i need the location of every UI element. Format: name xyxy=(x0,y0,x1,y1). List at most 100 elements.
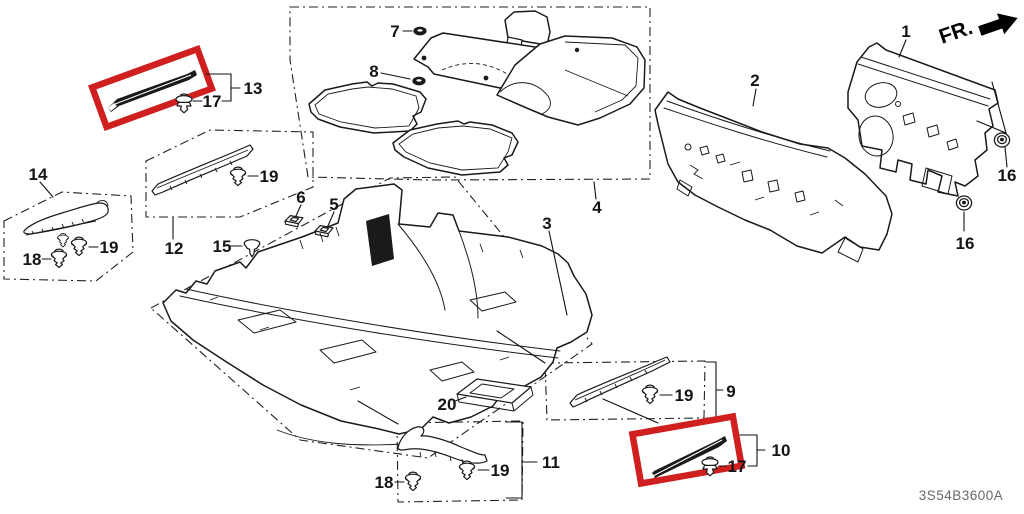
part-11-garnish[interactable] xyxy=(397,426,488,465)
part-14-side-garnish[interactable] xyxy=(23,200,109,248)
fr-label: FR. xyxy=(936,16,975,49)
callout-14[interactable]: 14 xyxy=(29,165,48,184)
clip-19-box11[interactable] xyxy=(458,460,476,481)
part-14-outline xyxy=(23,202,109,235)
clip-17-upper[interactable] xyxy=(175,93,193,114)
callout-19-box11[interactable]: 19 xyxy=(491,461,510,480)
part-11-outline xyxy=(397,426,488,464)
clip-19-box14[interactable] xyxy=(70,236,88,257)
red-highlight-box-13[interactable] xyxy=(88,44,216,132)
part-3-seat-rail xyxy=(237,309,297,334)
leader-box9 xyxy=(496,330,546,364)
part-20-bracket[interactable] xyxy=(456,378,534,412)
part-2-rim xyxy=(666,100,831,152)
part-2-hole xyxy=(684,143,692,151)
part-12-step-garnish[interactable] xyxy=(151,144,254,196)
part-1-dash-insulator-outer[interactable] xyxy=(847,42,1011,211)
part-2-rim2 xyxy=(663,107,828,158)
group-boxes xyxy=(3,6,706,503)
part-12-outline xyxy=(151,144,254,196)
callout-10[interactable]: 10 xyxy=(772,441,791,460)
part-13-sill-strip xyxy=(108,70,197,112)
mat-rear-left-inner xyxy=(314,86,420,129)
mat-front-driver-inner xyxy=(564,41,639,113)
callout-19-box9[interactable]: 19 xyxy=(675,386,694,405)
part-9-teeth xyxy=(584,369,648,403)
mat-front-passenger-contour xyxy=(441,63,513,78)
callout-9[interactable]: 9 xyxy=(726,382,735,401)
mat-front-driver-diagonal xyxy=(564,69,629,97)
callout-19-box14[interactable]: 19 xyxy=(100,238,119,257)
highlight-part-10[interactable] xyxy=(628,412,746,488)
box-part12 xyxy=(145,129,314,218)
callout-15[interactable]: 15 xyxy=(213,237,232,256)
clip-19-box9[interactable] xyxy=(641,384,659,405)
part-13-strip-highlight xyxy=(114,74,192,105)
part-11-feet xyxy=(419,451,464,465)
part-2-square xyxy=(715,153,726,164)
callout-6[interactable]: 6 xyxy=(296,188,305,207)
frame-part3 xyxy=(150,176,593,459)
part-3-floor-carpet[interactable] xyxy=(162,183,593,446)
callout-2[interactable]: 2 xyxy=(750,71,759,90)
callout-3[interactable]: 3 xyxy=(542,214,551,233)
part-2-slot xyxy=(741,169,754,183)
callout-16-upper[interactable]: 16 xyxy=(998,166,1017,185)
callout-8[interactable]: 8 xyxy=(369,62,378,81)
part-3-outline xyxy=(162,183,593,435)
part-4-floor-mat-set[interactable] xyxy=(308,10,646,176)
callout-13[interactable]: 13 xyxy=(244,79,263,98)
grommet-8[interactable] xyxy=(412,76,426,86)
highlight-part-13[interactable] xyxy=(88,44,216,132)
part-20-inner xyxy=(469,383,515,399)
part-9-sill-garnish[interactable] xyxy=(569,356,671,408)
clip-18-box14[interactable] xyxy=(50,248,68,269)
part-1-grommet-leader xyxy=(976,81,1007,134)
clip-18-box11[interactable] xyxy=(404,471,422,492)
red-highlight-box-10[interactable] xyxy=(628,412,746,488)
part-10-strip-highlight xyxy=(652,439,723,477)
callout-20[interactable]: 20 xyxy=(438,395,457,414)
part-1-outline xyxy=(847,42,999,197)
clip-19-box12[interactable] xyxy=(229,166,247,187)
callout-17-lower[interactable]: 17 xyxy=(728,457,747,476)
part-14-serration xyxy=(31,218,84,235)
hook-6[interactable] xyxy=(284,215,304,228)
callout-17-upper[interactable]: 17 xyxy=(203,92,222,111)
part-1-foot xyxy=(921,167,953,195)
callout-4[interactable]: 4 xyxy=(592,198,602,217)
part-2-foot xyxy=(676,179,693,197)
callout-1[interactable]: 1 xyxy=(901,22,910,41)
callout-bracket-13-17 xyxy=(192,73,241,102)
box-part4 xyxy=(289,6,651,181)
mat-rear-right-inner xyxy=(398,125,513,171)
callout-18-bottom[interactable]: 18 xyxy=(375,473,394,492)
part-3-seat-rail xyxy=(429,361,475,382)
box-part14 xyxy=(3,191,134,282)
callout-leader-lines xyxy=(39,30,1008,483)
part-3-details xyxy=(209,226,524,391)
callout-18-left[interactable]: 18 xyxy=(23,250,42,269)
leader-box11 xyxy=(357,400,399,425)
grommet-16-upper[interactable] xyxy=(993,132,1011,148)
callout-19-box12[interactable]: 19 xyxy=(260,167,279,186)
callout-7[interactable]: 7 xyxy=(390,22,399,41)
part-2-slot xyxy=(767,179,780,193)
part-13-strip-fork xyxy=(108,103,117,111)
callout-12[interactable]: 12 xyxy=(165,239,184,258)
part-2-dash-insulator-inner[interactable] xyxy=(654,91,893,263)
callout-16-lower[interactable]: 16 xyxy=(956,234,975,253)
mat-eyelet xyxy=(574,47,580,53)
part-1-cowl-bar xyxy=(860,56,991,100)
part-2-detail xyxy=(689,164,704,180)
mat-front-driver-heelpad xyxy=(499,82,551,115)
mat-eyelet xyxy=(483,75,489,81)
grommet-16-lower[interactable] xyxy=(955,195,973,211)
part-1-speaker-hole xyxy=(864,82,898,108)
callout-5[interactable]: 5 xyxy=(329,195,338,214)
grommet-7[interactable] xyxy=(413,26,427,36)
part-3-seat-rail xyxy=(319,339,377,364)
callout-11[interactable]: 11 xyxy=(542,453,560,472)
callout-bracket-9 xyxy=(705,361,724,419)
